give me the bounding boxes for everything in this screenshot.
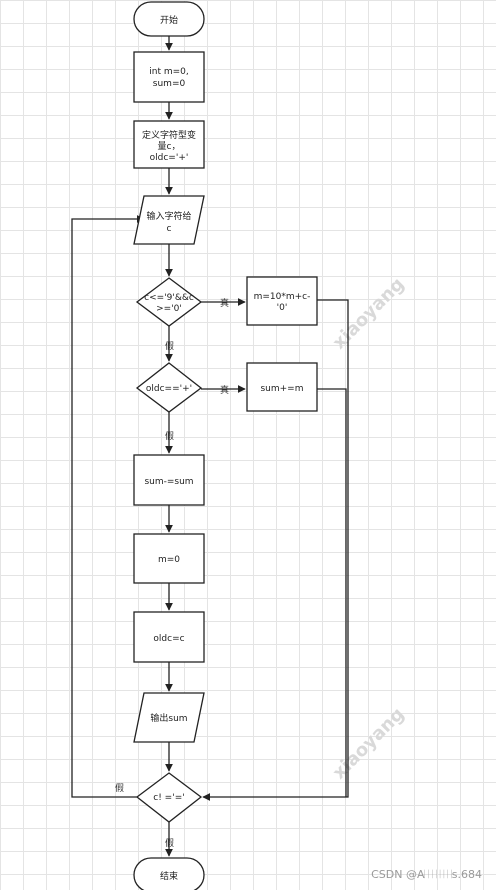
- cond-end-decision: [135, 772, 203, 823]
- cond-digit-decision: [135, 277, 203, 327]
- update-m-label: '0': [277, 303, 288, 313]
- add-sum-label: sum+=m: [260, 384, 303, 394]
- output-label: 输出sum: [150, 712, 187, 724]
- end-terminal: [133, 857, 205, 890]
- reset-m-label: m=0: [158, 555, 180, 565]
- init-process: [133, 51, 205, 103]
- cond-plus-decision: [135, 362, 203, 413]
- watermark-text: xiaoyang: [329, 704, 409, 784]
- edge-add-sum-to-cond-end: [317, 388, 347, 797]
- edge-update-m-to-cond-end: [202, 299, 349, 801]
- init-label: sum=0: [153, 79, 186, 89]
- define-label: 定义字符型变: [142, 129, 196, 141]
- cond-plus-label: oldc=='+': [146, 384, 192, 394]
- update-m-process: [246, 276, 318, 326]
- sub-sum-label: sum-=sum: [144, 477, 193, 487]
- start-label: 开始: [160, 14, 178, 26]
- input-io: [133, 195, 205, 245]
- init-label: int m=0,: [149, 67, 189, 77]
- cond-digit-label: c<='9'&&c: [144, 293, 194, 303]
- edge-loop-back: [71, 215, 145, 798]
- edge-label-true: 真: [220, 384, 229, 396]
- update-m-label: m=10*m+c-: [254, 292, 311, 302]
- edge-label-false: 假: [165, 341, 174, 352]
- cond-digit-label: >='0': [156, 304, 182, 314]
- reset-m-process: [133, 533, 205, 584]
- set-oldc-process: [133, 611, 205, 663]
- set-oldc-label: oldc=c: [153, 634, 184, 644]
- input-label: 输入字符给: [146, 210, 191, 222]
- sub-sum-process: [133, 454, 205, 506]
- watermark-text: xiaoyang: [329, 274, 409, 354]
- input-label: c: [167, 224, 172, 234]
- cond-end-label: c! ='=': [153, 793, 184, 803]
- define-label: 量c，: [158, 141, 181, 152]
- add-sum-process: [246, 362, 318, 412]
- edge-label-true: 真: [220, 297, 229, 309]
- edge-label-false: 假: [165, 838, 174, 849]
- output-io: [133, 692, 205, 743]
- define-process: [133, 120, 205, 169]
- start-terminal: [133, 1, 205, 37]
- define-label: oldc='+': [150, 153, 189, 163]
- edge-label-false: 假: [165, 431, 174, 442]
- footer-credit: CSDN @A𝄀 𝄀 𝄀 𝄀 𝄀 𝄀 𝄀 𝄀s.684: [371, 868, 482, 881]
- end-label: 结束: [160, 870, 178, 882]
- edge-label-false: 假: [115, 783, 124, 794]
